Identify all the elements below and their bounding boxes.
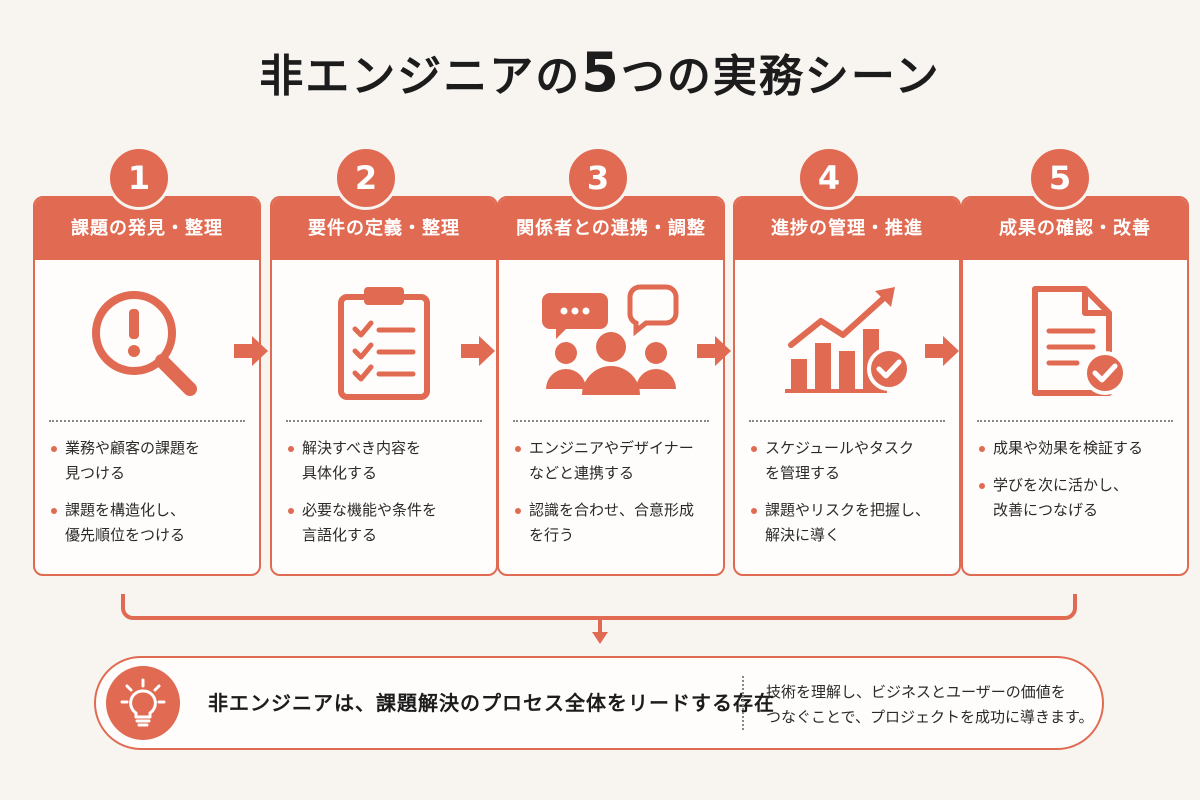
step-5-heading: 成果の確認・改善 [963,198,1187,260]
summary-box: 非エンジニアは、課題解決のプロセス全体をリードする存在 技術を理解し、ビジネスと… [94,656,1104,750]
step-5-divider [977,420,1173,422]
arrow-right-icon [697,336,731,366]
step-3-heading: 関係者との連携・調整 [499,198,723,260]
list-item: 成果や効果を検証する [977,436,1177,461]
step-1-divider [49,420,245,422]
list-item: 必要な機能や条件を言語化する [286,498,486,548]
step-2-card: 要件の定義・整理 解決すべき内容を具体化する 必要な機能や条件を言語化する [270,196,498,576]
list-item: 課題やリスクを把握し、解決に導く [749,498,949,548]
step-2-bullets: 解決すべき内容を具体化する 必要な機能や条件を言語化する [286,436,486,560]
step-5-bullets: 成果や効果を検証する 学びを次に活かし、改善につなげる [977,436,1177,535]
list-item: 業務や顧客の課題を見つける [49,436,249,486]
step-4-bullets: スケジュールやタスクを管理する 課題やリスクを把握し、解決に導く [749,436,949,560]
step-1-number-badge: 1 [107,146,171,210]
step-1-bullets: 業務や顧客の課題を見つける 課題を構造化し、優先順位をつける [49,436,249,560]
people-chat-icon [542,284,679,395]
list-item: 解決すべき内容を具体化する [286,436,486,486]
step-2-heading: 要件の定義・整理 [272,198,496,260]
step-4-heading: 進捗の管理・推進 [735,198,959,260]
document-check-icon [1032,286,1127,396]
clipboard-checklist-icon [338,287,430,400]
step-4-card: 進捗の管理・推進 スケジュールやタスクを管理する 課題やリスクを把握し、解決に導… [733,196,961,576]
arrow-right-icon [234,336,268,366]
step-5-card: 成果の確認・改善 成果や効果を検証する 学びを次に活かし、改善につなげる [961,196,1189,576]
list-item: エンジニアやデザイナーなどと連携する [513,436,713,486]
bracket-connector [121,594,1077,644]
list-item: 課題を構造化し、優先順位をつける [49,498,249,548]
step-3-bullets: エンジニアやデザイナーなどと連携する 認識を合わせ、合意形成を行う [513,436,713,560]
summary-main-text: 非エンジニアは、課題解決のプロセス全体をリードする存在 [208,691,775,715]
list-item: 認識を合わせ、合意形成を行う [513,498,713,548]
arrow-right-icon [461,336,495,366]
magnifier-exclamation-icon [92,291,197,396]
step-4-divider [749,420,945,422]
step-3-divider [513,420,709,422]
step-5-number-badge: 5 [1028,146,1092,210]
title-prefix: 非エンジニアの [259,51,582,102]
step-2-number-badge: 2 [334,146,398,210]
step-2-divider [286,420,482,422]
list-item: 学びを次に活かし、改善につなげる [977,473,1177,523]
step-1-card: 課題の発見・整理 業務や顧客の課題を見つける 課題を構造化し、優先順位をつける [33,196,261,576]
step-3-card: 関係者との連携・調整 エンジニアやデザイナーなどと連携する 認識を合わせ、合意形… [497,196,725,576]
page-title: 非エンジニアの5つの実務シーン [0,40,1200,104]
title-number: 5 [581,41,621,104]
lightbulb-icon [106,666,180,740]
list-item: スケジュールやタスクを管理する [749,436,949,486]
summary-divider [742,676,744,730]
growth-chart-check-icon [785,287,911,393]
step-3-number-badge: 3 [566,146,630,210]
step-4-number-badge: 4 [797,146,861,210]
arrow-right-icon [925,336,959,366]
summary-sub-text: 技術を理解し、ビジネスとユーザーの価値を つなぐことで、プロジェクトを成功に導き… [766,683,1094,726]
title-suffix: つの実務シーン [620,51,941,102]
